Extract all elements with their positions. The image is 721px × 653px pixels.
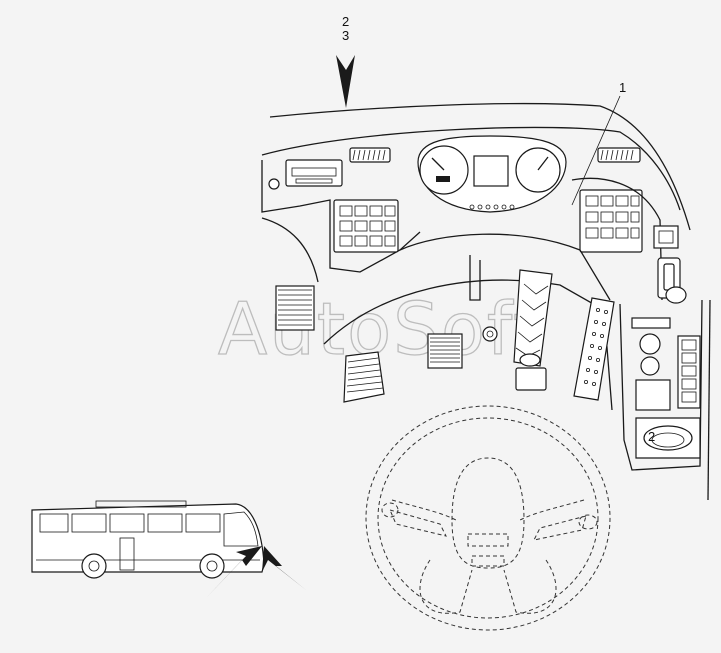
dashboard-top-edge-inner <box>261 126 681 211</box>
callout-label-3: 3 <box>342 28 349 43</box>
steering-center-pad <box>467 533 509 547</box>
center-display <box>473 155 509 187</box>
warning-light-row <box>469 204 515 210</box>
tachometer-needle <box>537 156 549 171</box>
steering-spoke-left <box>391 499 457 521</box>
left-air-vent <box>349 147 391 163</box>
steering-hub <box>451 457 525 569</box>
side-control-lever <box>657 257 687 304</box>
dashboard-top-edge <box>269 102 691 231</box>
floor-outline <box>323 279 613 411</box>
cup-holder: 2 <box>635 417 701 459</box>
left-foot-pedal <box>343 351 385 403</box>
steering-wheel-rim-inner <box>377 417 599 619</box>
dashboard: 2 <box>261 102 711 501</box>
switch-panel-right <box>579 189 643 253</box>
radio-slot <box>295 178 333 184</box>
right-door-edge <box>707 299 711 501</box>
bus-view-arrow-left <box>206 546 262 598</box>
radio-housing <box>285 159 343 187</box>
right-perforated-pedal <box>573 297 615 401</box>
steering-wheel <box>365 405 611 631</box>
brake-pedal <box>427 255 498 369</box>
dashboard-right-body <box>571 177 663 301</box>
callout-1: 1 <box>571 80 626 206</box>
radio-display <box>291 167 337 177</box>
dashboard-center-lower <box>399 233 611 301</box>
accelerator-pedal <box>513 269 553 391</box>
bus-rear-wheel <box>199 553 225 579</box>
bus-side-view <box>31 500 306 598</box>
bus-windows <box>39 511 259 547</box>
pedals <box>323 255 615 411</box>
leader-line-1 <box>571 95 621 206</box>
left-stalk-lever <box>381 502 447 537</box>
bus-door <box>119 537 135 571</box>
right-side-switch <box>653 225 679 249</box>
right-side-console <box>619 299 703 471</box>
inset-part-label: 2 <box>648 429 655 444</box>
callout-arrow-down <box>336 55 355 108</box>
right-stalk-lever <box>533 514 598 541</box>
steering-spoke-right <box>519 499 585 521</box>
steering-lower-pad <box>471 555 505 567</box>
steering-lower-spokes <box>419 559 557 614</box>
callout-2-3: 2 3 <box>336 14 355 108</box>
instrument-cluster <box>417 135 567 213</box>
side-console-switches <box>631 317 701 411</box>
bus-roof-ac <box>95 500 187 508</box>
dashboard-left-lower <box>261 217 319 283</box>
right-air-vent <box>597 147 641 163</box>
steering-wheel-rim-outer <box>365 405 611 631</box>
left-floor-grille <box>275 285 315 331</box>
speedometer-needle <box>431 157 445 171</box>
dashboard-left-body <box>261 160 421 273</box>
switch-panel-left <box>333 199 399 253</box>
bus-front-wheel <box>81 553 107 579</box>
bus-view-arrow-right <box>262 546 306 590</box>
left-knob <box>268 178 280 190</box>
callout-label-2: 2 <box>342 14 349 29</box>
callout-label-1: 1 <box>619 80 626 95</box>
radio-unit <box>268 159 343 190</box>
odometer-display <box>436 176 450 182</box>
